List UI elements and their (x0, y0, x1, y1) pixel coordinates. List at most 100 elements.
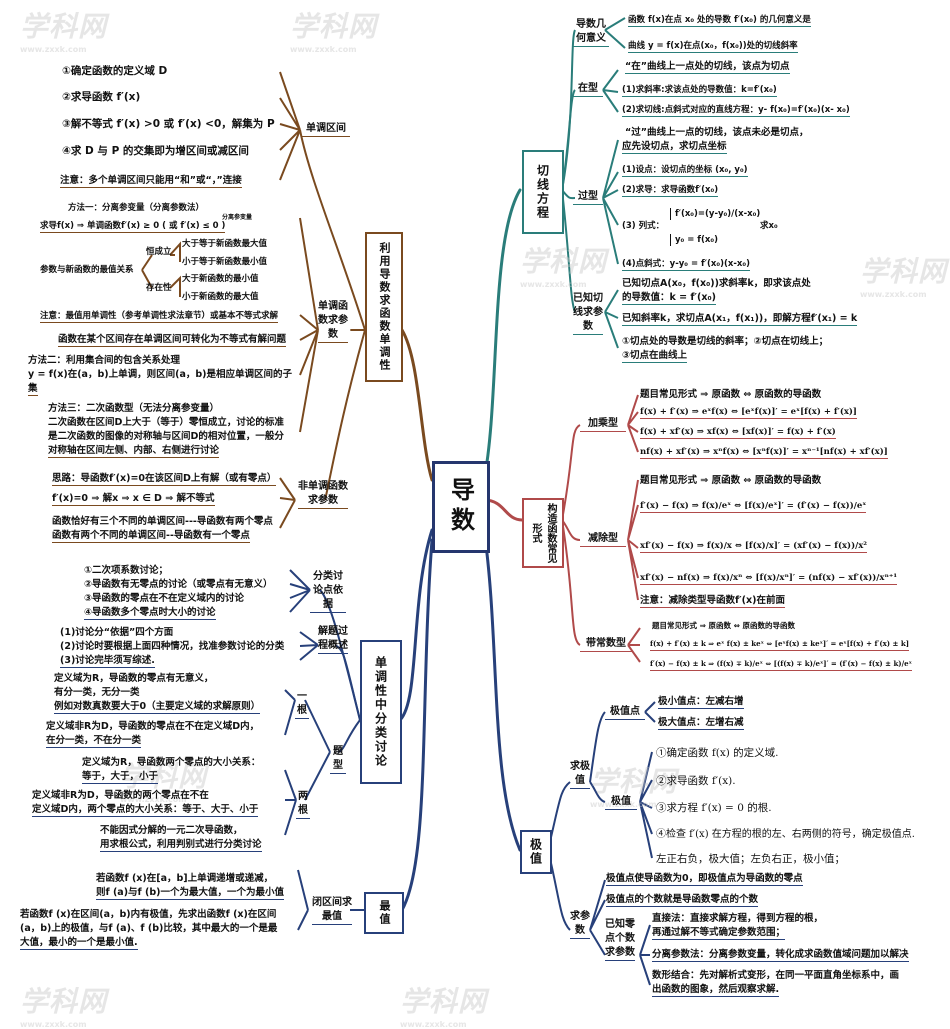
branch-tangent: 切线方程 (522, 150, 564, 234)
mono-m1-e1: 大于新函数的最小值 (182, 274, 259, 284)
classify-two-3b: 用求根公式，利用判别式进行分类讨论 (100, 839, 262, 852)
tangent-pass-2: (2)求导：求导函数f′(x₀) (622, 185, 719, 197)
classify-two-label: 两根 (296, 790, 310, 819)
mono-non-3: 函数恰好有三个不同的单调区间---导函数有两个零点 (52, 516, 273, 527)
mono-int-2: ②求导函数 f′(x) (62, 91, 141, 103)
classify-two-2: 定义域非R为D，导函数的两个零点在不在 (32, 790, 209, 801)
extreme-value-label: 极值 (605, 795, 637, 810)
mono-non-2: f′(x)=0 ⇒ 解x ⇒ x ∈ D ⇒ 解不等式 (52, 493, 215, 506)
tangent-pass-0b: 应先设切点，求切点坐标 (622, 141, 727, 154)
classify-b-4: ④导函数多个零点时大小的讨论 (84, 607, 216, 620)
extreme-zero-1b: 再通过解不等式确定参数范围； (652, 927, 786, 940)
classify-b-2: ②导函数有无零点的讨论（或零点有无意义） (84, 579, 273, 590)
branch-extreme: 极值 (520, 830, 552, 874)
classify-b-3: ③导函数的零点在不在定义域内的讨论 (84, 593, 245, 604)
classify-p-3: (3)讨论完毕须写综述. (60, 655, 155, 668)
root-node: 导数 (432, 461, 490, 553)
extreme-zero-3: 数形结合：先对解析式变形，在同一平面直角坐标系中，画 (652, 970, 900, 981)
tangent-geo-2: 曲线 y = f(x)在点(x₀，f(x₀))处的切线斜率 (628, 41, 798, 53)
mono-m1-exist: 存在性 (146, 283, 172, 293)
mono-m1-note: 注意：最值用单调性（参考单调性求法章节）或基本不等式求解 (40, 311, 279, 323)
classify-one-2: 定义域非R为D，导函数的零点在不在定义域D内， (46, 721, 260, 732)
tangent-known-1b: 的导数值：k = f′(x₀) (622, 292, 717, 305)
classify-one-1b: 有分一类，无分一类 (54, 687, 140, 698)
mono-m2-b: y = f(x)在(a，b)上单调，则区间(a，b)是相应单调区间的子 (28, 369, 293, 380)
construct-div-note: 注意：减除类型导函数f′(x)在前面 (640, 595, 785, 608)
branch-classify: 单调性中分类讨论 (360, 640, 402, 784)
extreme-point-max: 极大值点：左增右减 (658, 717, 744, 730)
tangent-geo-label: 导数几何意义 (573, 18, 609, 47)
tangent-pass-4: (4)点斜式：y-y₀ = f′(x₀)(x-x₀) (622, 259, 750, 271)
maxmin-c-1: 若函数f (x)在[a，b]上单调递增或递减， (96, 873, 274, 884)
tangent-pass-label: 过型 (573, 190, 603, 205)
construct-mul-label: 加乘型 (580, 417, 626, 432)
construct-mul-1: f(x) + f′(x) ⇒ eˣf(x) ⇔ [eˣf(x)]′ = eˣ[f… (640, 407, 857, 419)
classify-two-1b: 等于，大于，小于 (82, 771, 159, 784)
construct-div-label: 减除型 (580, 532, 626, 547)
mono-m1-formula-small: 分离参变量 (222, 214, 253, 221)
tangent-known-3b: ③切点在曲线上 (622, 350, 688, 363)
extreme-param-label: 求参数 (570, 910, 590, 939)
construct-div-1: f′(x) − f(x) ⇒ f(x)/eˣ ⇔ [f(x)/eˣ]′ = (f… (640, 501, 867, 513)
classify-p-1: (1)讨论分“依据”四个方面 (60, 627, 174, 638)
construct-const-1: f(x) + f′(x) ± k ⇒ eˣ f(x) ± keˣ ⇔ [eˣf(… (650, 638, 910, 651)
classify-one-1: 定义域为R，导函数的零点有无意义， (54, 673, 214, 684)
tangent-geo-1: 函数 f(x)在点 x₀ 处的导数 f′(x₀) 的几何意义是 (628, 15, 811, 27)
classify-one-2b: 在分一类，不在分一类 (46, 735, 142, 748)
mono-non-label: 非单调函数求参数 (298, 480, 348, 509)
tangent-pass-0: “过”曲线上一点的切线，该点未必是切点， (625, 127, 809, 138)
extreme-param-2: 极值点的个数就是导函数零点的个数 (606, 894, 759, 907)
tangent-known-2: 已知斜率k，求切点A(x₁，f(x₁))，即解方程f′(x₁) = k (622, 313, 858, 326)
construct-mul-3: nf(x) + xf′(x) ⇒ xⁿf(x) ⇔ [xⁿf(x)]′ = xⁿ… (640, 447, 888, 459)
extreme-point-label: 极值点 (605, 705, 645, 720)
extreme-zero-3b: 出函数的图象，然后观察求解. (652, 984, 780, 997)
branch-maxmin: 最值 (364, 892, 404, 934)
tangent-at-0: “在”曲线上一点处的切线，该点为切点 (625, 61, 790, 74)
construct-const-2: f′(x) − f(x) ± k ⇒ (f(x) ∓ k)/eˣ ⇔ [(f(x… (650, 658, 912, 671)
extreme-param-1: 极值点使导函数为0，即极值点为导函数的零点 (606, 873, 803, 886)
classify-p-2: (2)讨论时要根据上面四种情况，找准参数讨论的分类 (60, 641, 285, 652)
classify-b-1: ①二次项系数讨论； (84, 565, 169, 576)
mono-non-3b: 函数有两个不同的单调区间--导函数有一个零点 (52, 530, 250, 543)
extreme-value-2: ②求导函数 f′(x). (656, 775, 736, 787)
mono-m1-c1: 大于等于新函数最大值 (182, 239, 268, 249)
classify-one-label: 一根 (295, 690, 309, 719)
classify-two-3: 不能因式分解的一元二次导函数， (100, 825, 243, 836)
mono-m1-formula: 求导f(x) ⇒ 单调函数f′(x) ≥ 0 ( 或 f′(x) ≤ 0 ) (40, 221, 226, 233)
tangent-pass-3a: (3) 列式： (622, 221, 665, 231)
mono-interval-label: 单调区间 (302, 122, 350, 137)
tangent-pass-1: (1)设点：设切点的坐标 (x₀, y₀) (622, 165, 748, 177)
extreme-zero-2: 分离参数法：分离参数变量，转化成求函数值域问题加以解决 (652, 949, 909, 962)
extreme-value-3: ③求方程 f′(x) = 0 的根. (656, 802, 772, 814)
mono-int-note: 注意：多个单调区间只能用“和”或“，”连接 (60, 175, 242, 188)
classify-one-1c: 例如对数真数要大于0（主要定义域的求解原则） (54, 701, 261, 714)
maxmin-c-2c: 大值，最小的一个是最小值. (20, 937, 138, 950)
tangent-known-label: 已知切线求参数 (573, 292, 603, 335)
tangent-at-label: 在型 (573, 82, 603, 97)
maxmin-c-1b: 则f (a)与f (b)一个为最大值，一个为最小值 (96, 887, 284, 900)
construct-mul-2: f(x) + xf′(x) ⇒ xf(x) ⇔ [xf(x)]′ = f(x) … (640, 427, 836, 439)
tangent-known-3: ①切点处的导数是切线的斜率；②切点在切线上； (622, 336, 829, 347)
tangent-known-1: 已知切点A(x₀，f(x₀))求斜率k，即求该点处 (622, 278, 811, 289)
tangent-pass-3d: 求x₀ (760, 221, 778, 231)
extreme-value-4: ④检查 f′(x) 在方程的根的左、右两侧的符号，确定极值点. (656, 829, 915, 840)
maxmin-closed-label: 闭区间求最值 (312, 896, 352, 925)
mono-m3-c: 是二次函数的图像的对称轴与区间D的相对位置，一般分 (48, 431, 284, 442)
classify-two-2b: 定义域D内，两个零点的大小关系：等于、大于、小于 (32, 804, 259, 817)
mono-int-3: ③解不等式 f′(x) >0 或 f′(x) <0，解集为 P (62, 118, 275, 130)
mono-m3-a: 方法三：二次函数型（无法分离参变量） (48, 403, 220, 414)
mono-m1-const: 恒成立 (146, 247, 172, 257)
extreme-value-1: ①确定函数 f(x) 的定义域. (656, 747, 779, 759)
mono-m3-d: 对称轴在区间左侧、内部、右侧进行讨论 (48, 445, 220, 458)
classify-proc-label: 解题过程概述 (318, 625, 348, 654)
classify-two-1: 定义域为R，导函数两个零点的大小关系： (82, 757, 261, 768)
branch-monotonic: 利用导数求函数单调性 (365, 232, 403, 382)
mono-param-label: 单调函数求参数 (318, 300, 348, 343)
